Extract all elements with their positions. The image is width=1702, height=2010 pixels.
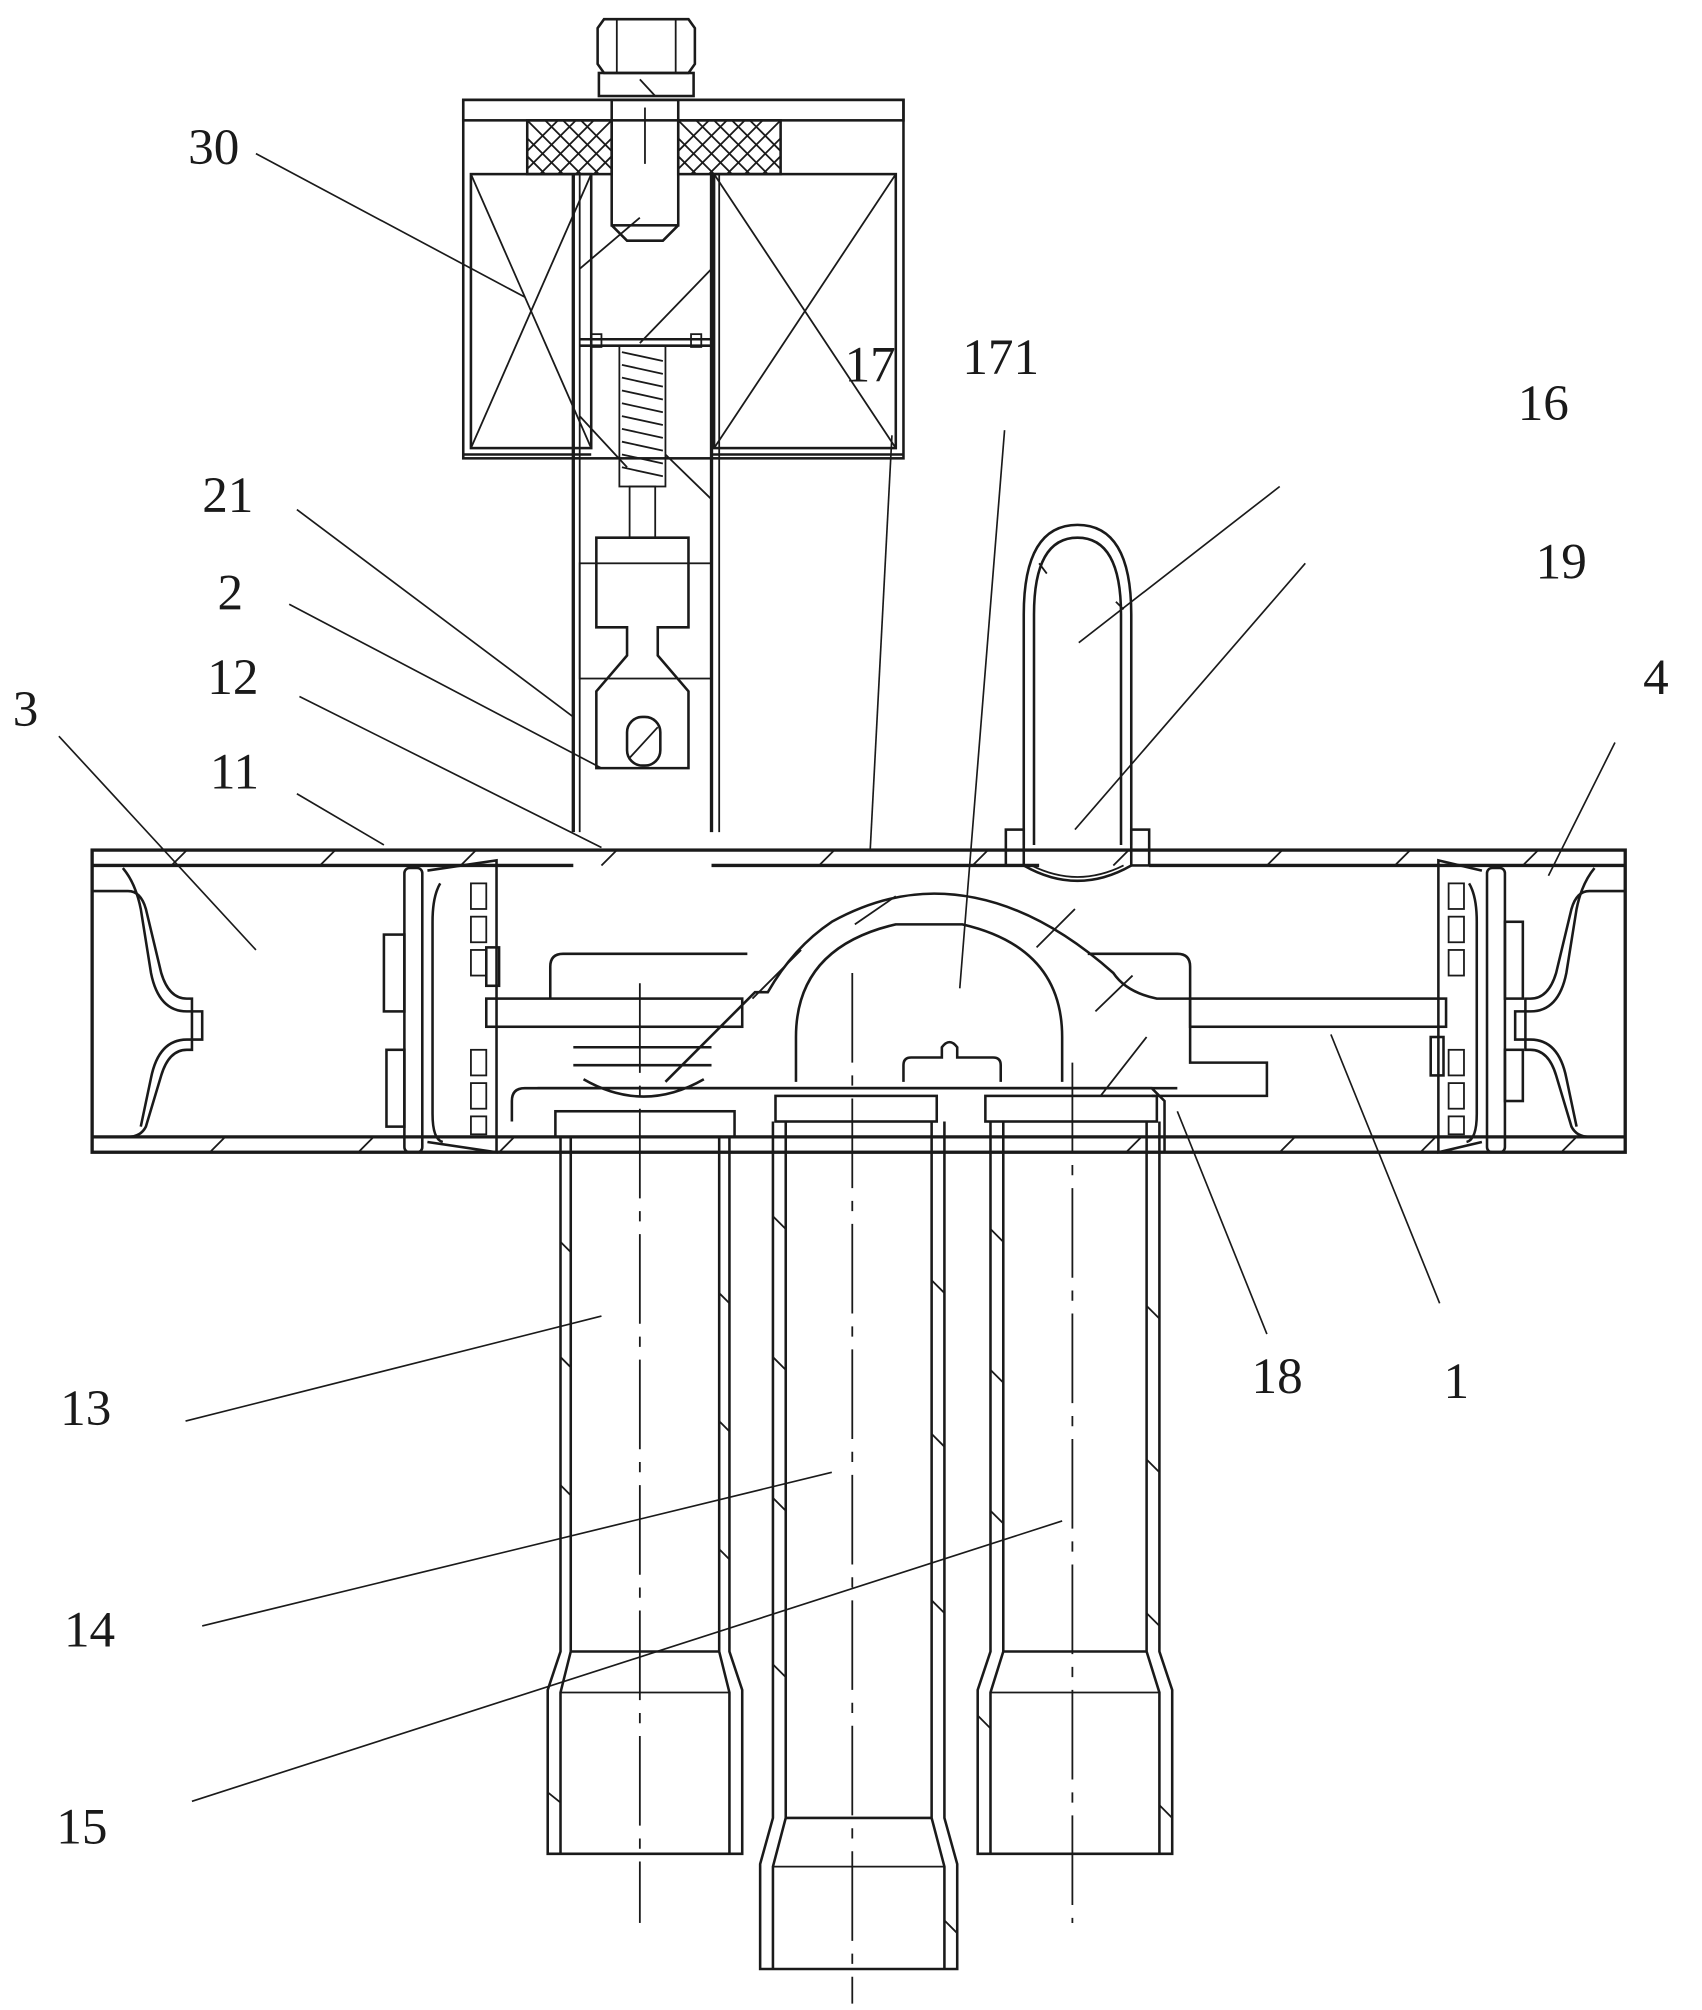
label-18: 18	[1252, 1348, 1303, 1405]
label-4: 4	[1643, 649, 1669, 706]
leader-lines	[58, 152, 1616, 1803]
leader-171	[958, 430, 1006, 989]
leader-17	[869, 435, 893, 851]
label-171: 171	[962, 329, 1039, 386]
u-pipe	[1022, 523, 1133, 845]
leader-2	[288, 603, 602, 769]
leader-18	[1176, 1110, 1268, 1335]
leader-30	[255, 152, 526, 298]
label-14: 14	[64, 1601, 115, 1658]
label-21: 21	[202, 467, 253, 524]
reference-labels: 30 21 2 12 3 11 17 171 16 19 4 13 14 15 …	[13, 119, 1669, 1856]
leader-3	[58, 735, 257, 951]
label-13: 13	[60, 1380, 111, 1437]
leader-11	[296, 793, 385, 846]
label-15: 15	[56, 1799, 107, 1856]
solenoid-coil	[461, 17, 905, 1098]
pipe-13	[546, 983, 744, 1923]
pipe-14	[758, 972, 959, 2004]
label-19: 19	[1536, 534, 1587, 591]
leader-4	[1547, 742, 1616, 877]
pipe-15	[976, 1062, 1174, 1923]
leader-15	[191, 1520, 1063, 1803]
slide-valve	[485, 892, 1448, 1153]
leader-21	[296, 508, 574, 718]
leader-13	[185, 1315, 602, 1422]
label-17: 17	[845, 337, 896, 394]
label-12: 12	[207, 649, 258, 706]
label-3: 3	[13, 681, 39, 738]
right-end-cap	[1429, 858, 1626, 1154]
leader-16	[1078, 485, 1281, 644]
label-1: 1	[1444, 1353, 1470, 1410]
crosshatch-insulator	[525, 119, 782, 176]
label-2: 2	[218, 564, 244, 621]
valve-body	[90, 828, 1627, 1154]
label-16: 16	[1518, 375, 1569, 432]
leader-1	[1330, 1034, 1441, 1304]
label-30: 30	[188, 119, 239, 176]
leader-19	[1074, 562, 1306, 831]
left-end-cap	[92, 858, 501, 1154]
leader-14	[201, 1471, 833, 1627]
leader-12	[299, 695, 602, 849]
label-11: 11	[210, 744, 259, 801]
